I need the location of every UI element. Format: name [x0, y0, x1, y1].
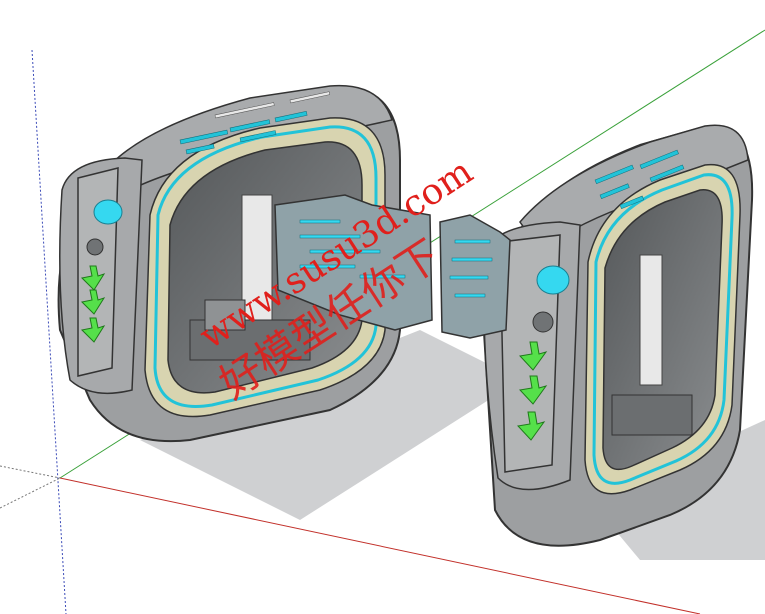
arrow-icons — [517, 341, 548, 441]
indicator-light — [93, 199, 123, 225]
axis-red — [59, 477, 701, 614]
right-gate — [480, 124, 754, 547]
indicator-dot — [532, 311, 554, 333]
indicator-dot — [86, 238, 104, 256]
gate-flaps — [274, 194, 511, 339]
arrow-icons — [80, 265, 106, 343]
indicator-light — [536, 265, 570, 295]
